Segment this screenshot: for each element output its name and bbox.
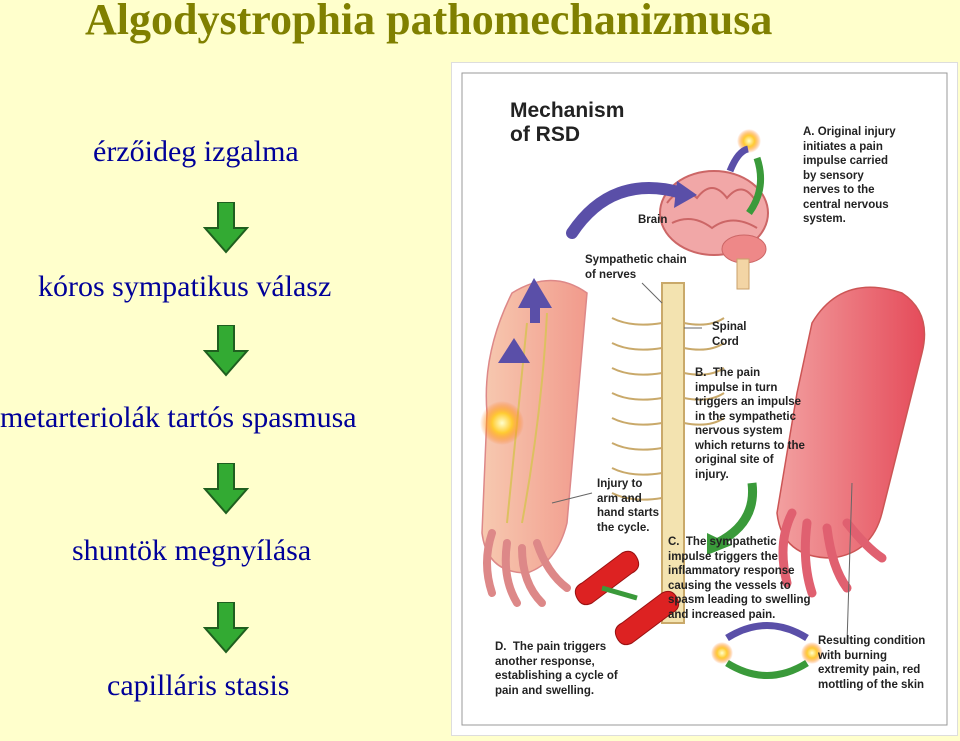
down-arrow-icon — [203, 325, 249, 377]
step-metarteriole-spasm: metarteriolák tartós spasmusa — [0, 401, 357, 435]
label-injury: Injury to arm and hand starts the cycle. — [597, 477, 659, 535]
step-sympathetic-response: kóros sympatikus válasz — [38, 270, 331, 304]
down-arrow-icon — [203, 202, 249, 254]
step-shunt-opening: shuntök megnyílása — [72, 534, 311, 568]
label-d: D. The pain triggers another response, e… — [495, 640, 618, 698]
step-capillary-stasis: capilláris stasis — [107, 669, 289, 703]
rsd-mechanism-illustration: Mechanism of RSD Brain A. Original injur… — [451, 62, 958, 736]
label-b: B. The pain impulse in turn triggers an … — [695, 366, 805, 482]
slide-title: Algodystrophia pathomechanizmusa — [85, 0, 772, 45]
label-sympathetic-chain: Sympathetic chain of nerves — [585, 253, 687, 282]
label-spinal-cord: Spinal Cord — [712, 320, 747, 349]
label-brain: Brain — [638, 213, 667, 228]
pain-cycle-illustration — [711, 626, 823, 676]
down-arrow-icon — [203, 463, 249, 515]
label-a: A. Original injury initiates a pain impu… — [803, 125, 896, 227]
figure-heading: Mechanism of RSD — [510, 99, 624, 147]
down-arrow-icon — [203, 602, 249, 654]
label-result: Resulting condition with burning extremi… — [818, 634, 925, 692]
label-c: C. The sympathetic impulse triggers the … — [668, 535, 811, 622]
step-sensory-nerve: érzőideg izgalma — [93, 135, 299, 169]
